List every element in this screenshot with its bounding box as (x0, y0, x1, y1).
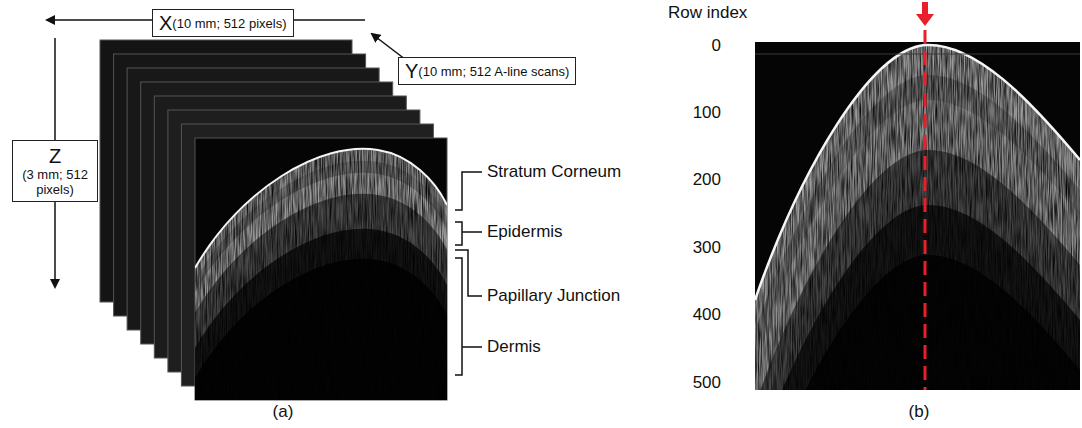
tick-label: 500 (693, 373, 721, 393)
oct-bscan (755, 42, 1080, 390)
axis-dimension: (10 mm; 512 A-line scans) (418, 64, 569, 79)
oct-frame-front (195, 138, 447, 400)
panel-label: (a) (273, 402, 294, 422)
oct-bscan-ground (755, 42, 1080, 390)
layer-label: Epidermis (487, 222, 563, 242)
layer-label: Stratum Corneum (487, 162, 621, 182)
tick-label: 300 (693, 238, 721, 258)
tick-label: 0 (712, 36, 721, 56)
layer-label: Dermis (487, 337, 541, 357)
axis-box: Z(3 mm; 512 pixels) (12, 140, 98, 202)
frame-stack (100, 40, 447, 400)
layer-bracket (455, 172, 482, 375)
tick-label: 400 (693, 305, 721, 325)
axis-box: Y(10 mm; 512 A-line scans) (398, 57, 576, 85)
axis-dimension: (10 mm; 512 pixels) (172, 16, 286, 31)
axis-letter: Y (405, 60, 418, 82)
axis-box: X(10 mm; 512 pixels) (152, 9, 294, 37)
tick-label: 100 (693, 103, 721, 123)
axis-letter: Z (49, 145, 61, 167)
layer-label: Papillary Junction (487, 286, 620, 306)
panel-label: (b) (909, 402, 930, 422)
axis-title: Row index (668, 3, 747, 23)
tick-label: 200 (693, 170, 721, 190)
red-arrow (916, 2, 934, 26)
a-line-marker (924, 30, 927, 390)
axis-letter: X (159, 12, 172, 34)
axis-dimension: (3 mm; 512 pixels) (19, 167, 91, 197)
